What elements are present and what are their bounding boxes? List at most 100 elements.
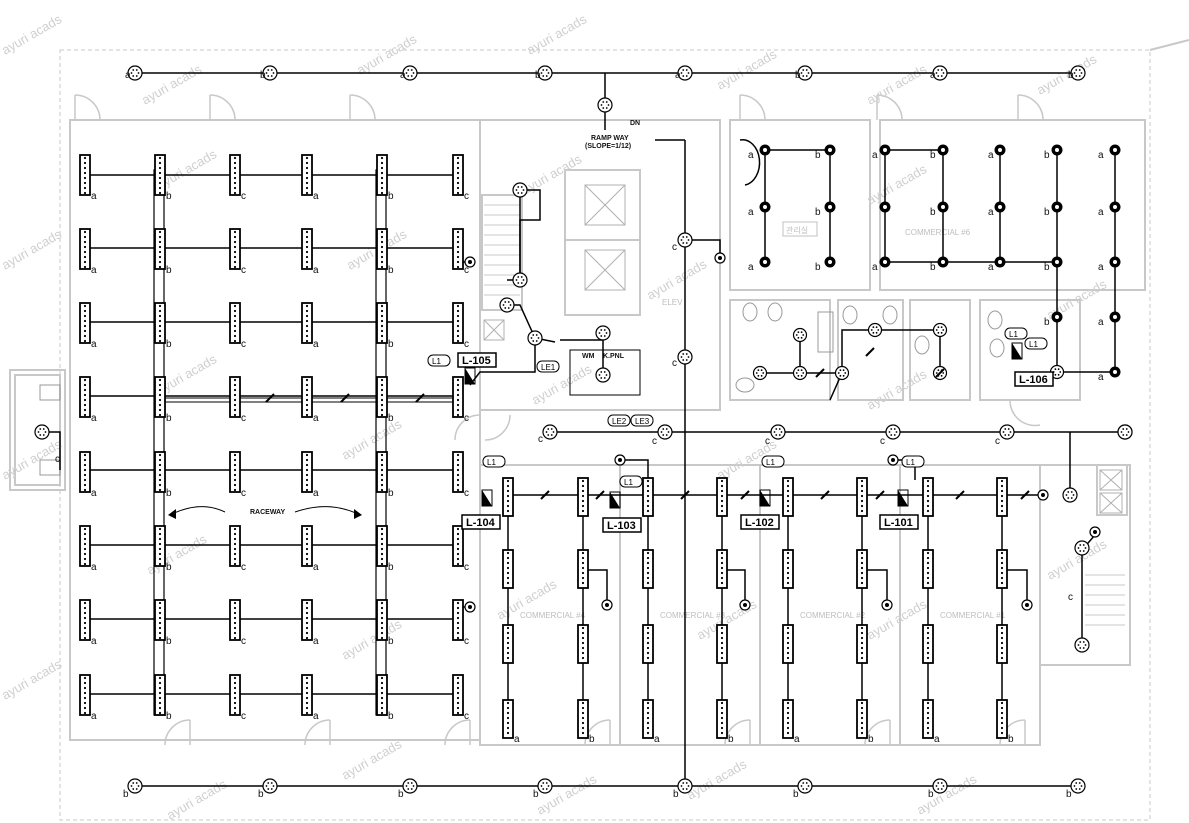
switch-letter: a (934, 734, 940, 745)
switch-letter: b (1044, 150, 1050, 161)
downlight-fixture (677, 349, 693, 365)
switch-letter: a (748, 262, 754, 273)
room-labels: COMMERCIAL #4 COMMERCIAL #3 COMMERCIAL #… (520, 221, 1006, 620)
switch-letter: b (388, 265, 394, 276)
panel-symbol (759, 489, 771, 507)
svg-text:L1: L1 (624, 478, 633, 487)
watermark-text: ayuri acads (914, 771, 980, 817)
switch-letter: c (55, 454, 60, 465)
troffer-fixture (452, 376, 464, 418)
troffer-fixture (229, 376, 241, 418)
raceway-label: RACEWAY (250, 509, 285, 516)
switch-tick (265, 393, 275, 403)
switch-tick (935, 368, 945, 378)
switch-letter: b (258, 789, 264, 800)
downlight-fixture (537, 65, 553, 81)
troffer-fixture (856, 699, 868, 739)
switch-letter: b (1044, 317, 1050, 328)
switch-letter: c (765, 436, 770, 447)
troffer-fixture (856, 477, 868, 517)
switch-letter: c (672, 358, 677, 369)
troffer-fixture (229, 228, 241, 270)
troffer-fixture (642, 699, 654, 739)
ceiling-fixture (879, 144, 891, 156)
ceiling-fixture (1109, 144, 1121, 156)
troffer-fixture (229, 451, 241, 493)
switch-letter: b (398, 789, 404, 800)
troffer-fixture (922, 477, 934, 517)
switch-letter: a (91, 191, 97, 202)
switch-letter: a (125, 70, 131, 81)
downlight-fixture (402, 778, 418, 794)
troffer-fixture (577, 549, 589, 589)
ramp-slope-label: (SLOPE=1/12) (585, 143, 631, 150)
wall-light-fixture (464, 601, 476, 613)
switch-letter: a (313, 265, 319, 276)
troffer-fixture (452, 599, 464, 641)
troffer-fixture (301, 674, 313, 716)
watermark-text: ayuri acads (864, 596, 930, 642)
switch-letter: a (313, 711, 319, 722)
toilet-downlight (932, 322, 948, 338)
switch-letter: a (1098, 372, 1104, 383)
switch-letter: b (123, 789, 129, 800)
room-office: 관리실 (786, 225, 808, 235)
troffer-fixture (301, 376, 313, 418)
circuit-tag-l1: L1 (619, 475, 643, 488)
troffer-fixture (376, 451, 388, 493)
switch-letter: a (400, 70, 406, 81)
downlight-fixture (932, 778, 948, 794)
wall-light-fixture (739, 599, 751, 611)
troffer-fixture (301, 451, 313, 493)
switch-tick (1020, 490, 1030, 500)
troffer-fixture (376, 228, 388, 270)
switch-letter: b (166, 413, 172, 424)
switch-letter: c (241, 191, 246, 202)
troffer-fixture (922, 699, 934, 739)
switch-tick (865, 347, 875, 357)
room-commercial-3: COMMERCIAL #3 (660, 611, 726, 620)
svg-text:L1: L1 (487, 458, 496, 467)
switch-letter: b (166, 711, 172, 722)
switch-letter: c (241, 562, 246, 573)
switch-letter: c (464, 191, 469, 202)
panel-symbol (897, 489, 909, 507)
downlight-fixture (512, 182, 528, 198)
ceiling-fixture (994, 144, 1006, 156)
switch-letter: c (464, 711, 469, 722)
downlight-fixture (885, 424, 901, 440)
troffer-fixture (229, 599, 241, 641)
switch-letter: c (241, 413, 246, 424)
watermark-text: ayuri acads (339, 416, 405, 462)
switch-letter: a (748, 150, 754, 161)
wall-light-fixture (887, 454, 899, 466)
switch-letter: a (1098, 317, 1104, 328)
panel-symbol (609, 491, 621, 509)
svg-text:L1: L1 (766, 458, 775, 467)
watermark-text: ayuri acads (164, 776, 230, 822)
stairs (484, 204, 1125, 626)
switch-letter: b (1008, 734, 1014, 745)
switch-letter: b (260, 70, 266, 81)
panel-tag-l106: L-106 (1014, 371, 1054, 387)
troffer-fixture (301, 525, 313, 567)
switch-letter: a (872, 150, 878, 161)
switch-letter: b (1044, 207, 1050, 218)
watermark-text: ayuri acads (534, 771, 600, 817)
ceiling-fixture (759, 144, 771, 156)
ceiling-fixture (824, 144, 836, 156)
troffer-fixture (79, 154, 91, 196)
troffer-fixture (502, 477, 514, 517)
switch-letter: b (388, 562, 394, 573)
downlight-fixture (932, 65, 948, 81)
svg-text:L1: L1 (1009, 330, 1018, 339)
switch-letter: a (313, 636, 319, 647)
ceiling-fixture (879, 201, 891, 213)
troffer-fixture (229, 302, 241, 344)
room-commercial-4: COMMERCIAL #4 (520, 611, 586, 620)
panel-tag-l101: L-101 (879, 514, 919, 530)
switch-letter: c (464, 562, 469, 573)
switch-tick (595, 490, 605, 500)
downlight-fixture (127, 65, 143, 81)
switch-letter: b (166, 488, 172, 499)
